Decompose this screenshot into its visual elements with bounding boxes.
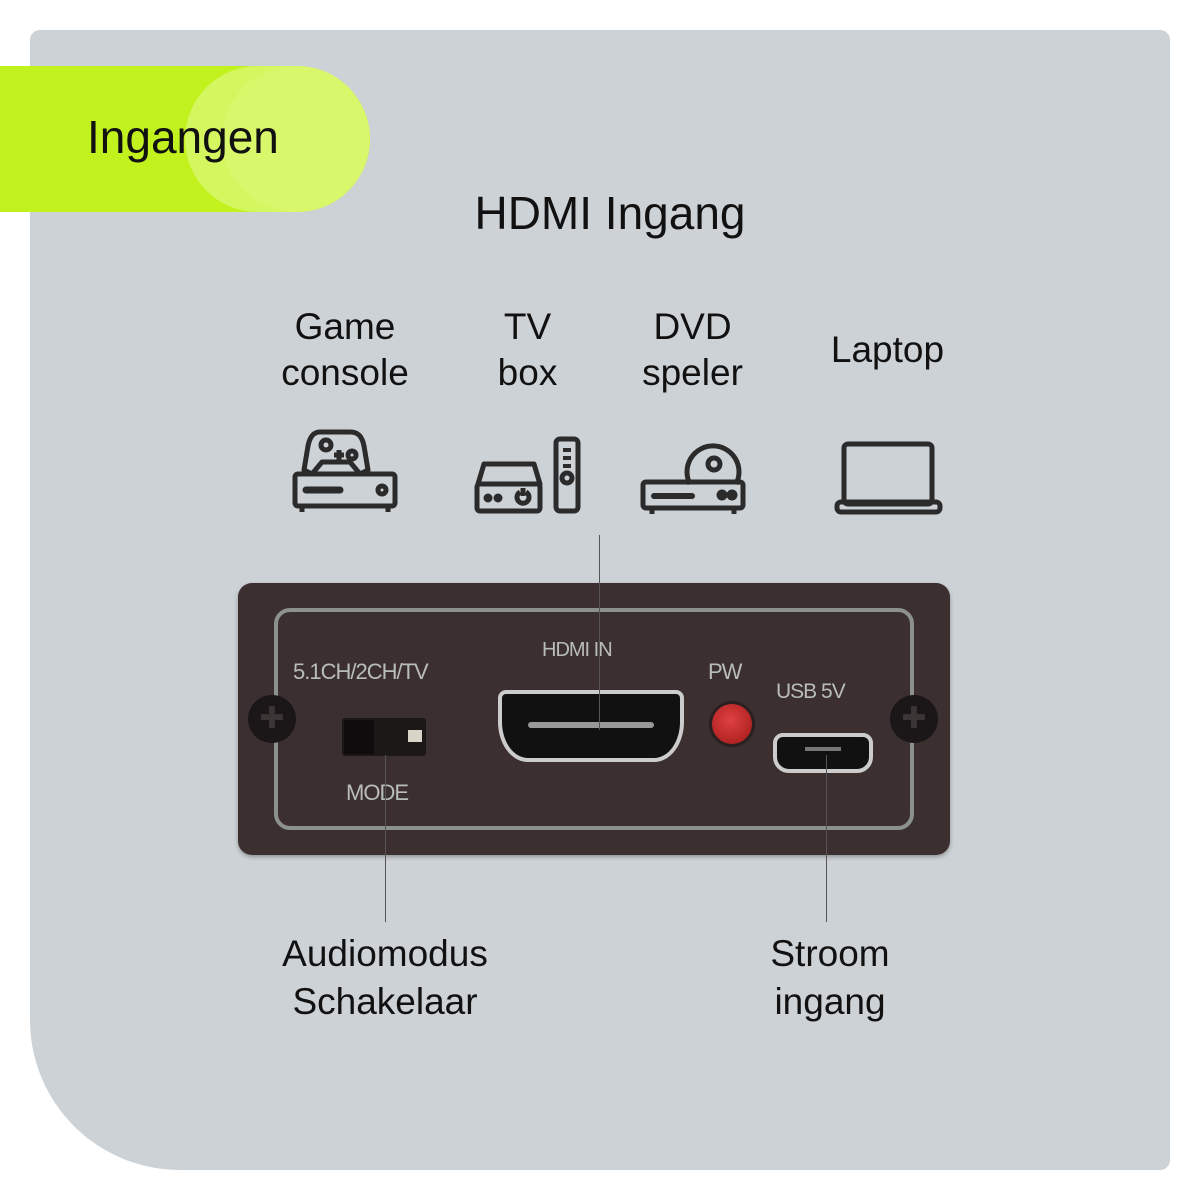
screw-icon — [248, 695, 296, 743]
laptop-icon — [834, 441, 943, 515]
power-callout-line — [826, 755, 827, 922]
mode-label: MODE — [346, 780, 409, 805]
hdmi-audio-extractor-device: 5.1CH/2CH/TV MODE HDMI IN PW USB 5V — [238, 583, 950, 855]
hdmi-input-port[interactable] — [498, 690, 684, 762]
source-label-laptop: Laptop — [830, 329, 945, 370]
hdmi-in-label: HDMI IN — [542, 639, 613, 661]
page-title: HDMI Ingang — [474, 187, 746, 239]
hdmi-callout-line — [599, 535, 600, 730]
tv-box-icon — [474, 436, 581, 514]
micro-usb-port[interactable] — [773, 733, 873, 773]
section-badge-label: Ingangen — [87, 111, 279, 163]
power-led — [712, 704, 752, 744]
usb-label: USB 5V — [776, 680, 846, 703]
power-label: PW — [708, 659, 742, 684]
dvd-player-icon — [640, 443, 746, 514]
audio-switch-callout-line — [385, 755, 386, 922]
section-badge: Ingangen — [0, 66, 370, 212]
mode-options-label: 5.1CH/2CH/TV — [293, 659, 429, 684]
game-console-icon — [292, 429, 398, 512]
mode-switch[interactable] — [342, 718, 426, 756]
screw-icon — [890, 695, 938, 743]
